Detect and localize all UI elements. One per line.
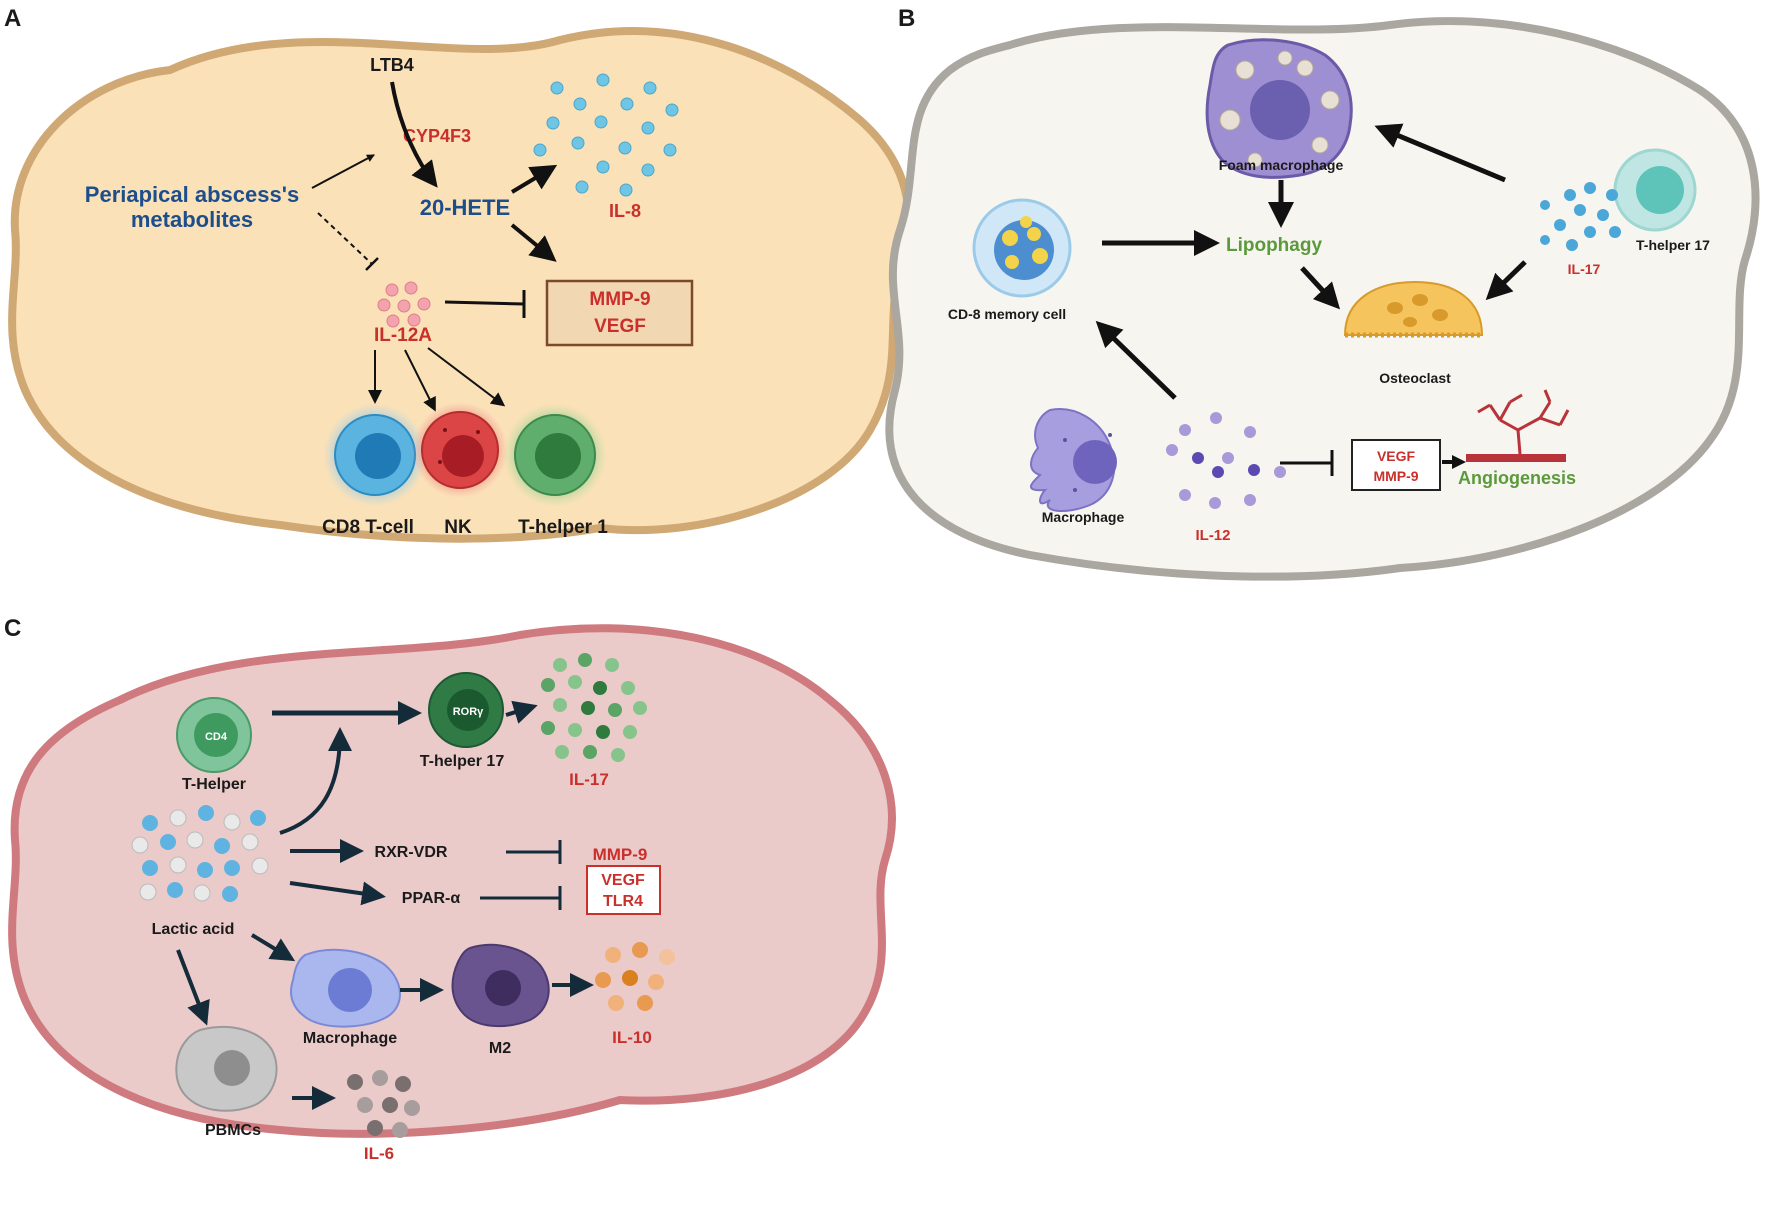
rorg-th17-icon: [428, 672, 504, 748]
il12-label: IL-12: [1195, 527, 1230, 544]
inhibit-metabolites-il12a: [317, 212, 373, 265]
macrophage-icon: [1030, 408, 1117, 512]
panel-c: C CD4 T-Helper RORγ T-helper 17 IL-17: [4, 615, 896, 1163]
vegf-tlr4-box: [586, 865, 661, 915]
cyp4f3-label: CYP4F3: [403, 126, 471, 146]
cd8-label: CD8 T-cell: [322, 517, 414, 538]
panel-a-membrane: [8, 27, 913, 543]
cd4-label: CD4: [205, 731, 228, 743]
arrow-hete-to-mmp9: [510, 223, 557, 262]
c-macrophage-label: Macrophage: [303, 1030, 397, 1047]
angiogenesis-vessel-icon: [1466, 389, 1570, 462]
ltb4-label: LTB4: [370, 55, 414, 75]
c-tlr4-label: TLR4: [603, 893, 643, 910]
c-il17-particles: [541, 653, 647, 762]
cd4-thelper-icon: [176, 697, 252, 773]
c-vegf-label: VEGF: [601, 872, 645, 889]
il8-label: IL-8: [609, 201, 641, 221]
mmp9-label: MMP-9: [589, 289, 650, 310]
pbmcs-label: PBMCs: [205, 1122, 261, 1139]
m2-label: M2: [489, 1040, 511, 1057]
arrow-hete-to-il8: [510, 164, 558, 194]
arrow-lactic-to-macrophage: [250, 933, 296, 962]
c-macrophage-icon: [290, 948, 401, 1028]
arrow-il12a-to-nk: [404, 349, 436, 412]
cd8-memory-cell-icon: [972, 198, 1072, 298]
c-il17-label: IL-17: [569, 770, 609, 789]
vegf-mmp9-box: [1351, 439, 1441, 491]
il17-particles: [1540, 182, 1621, 251]
rxr-vdr-label: RXR-VDR: [375, 844, 448, 861]
arrow-lactic-to-pbmc: [176, 949, 210, 1026]
pbmc-icon: [175, 1026, 278, 1112]
arrow-lactic-to-ppar: [289, 881, 386, 906]
thelper-label: T-Helper: [182, 776, 246, 793]
th1-label: T-helper 1: [518, 517, 608, 538]
foam-macrophage-label: Foam macrophage: [1219, 157, 1344, 173]
rorg-label: RORγ: [453, 706, 484, 718]
panel-a-letter: A: [4, 5, 21, 32]
cd8-tcell-icon: [323, 403, 427, 507]
metabolites-label-line1: Periapical abscess's: [85, 182, 299, 207]
panel-b: B Foam macrophage CD-8 memory cell Lipop…: [885, 5, 1760, 581]
il10-particles: [595, 942, 675, 1011]
osteoclast-label: Osteoclast: [1379, 370, 1451, 386]
lipophagy-label: Lipophagy: [1226, 235, 1322, 256]
b-vegf-label: VEGF: [1377, 448, 1416, 464]
panel-b-letter: B: [898, 5, 915, 32]
inhibit-il12a-to-mmp9: [444, 300, 525, 306]
m2-macrophage-icon: [451, 943, 550, 1028]
il6-particles: [347, 1070, 420, 1138]
panel-a: A LTB4 CYP4F3 Periapical abscess's metab…: [4, 5, 913, 543]
arrow-th17-to-foam: [1374, 123, 1506, 183]
c-mmp9-label: MMP-9: [593, 845, 648, 864]
arrow-il12a-to-th1: [427, 347, 506, 407]
nk-cell-icon: [412, 402, 508, 498]
vegf-label: VEGF: [594, 316, 646, 337]
mmp9-vegf-box: [545, 279, 694, 347]
angiogenesis-label: Angiogenesis: [1458, 468, 1576, 488]
arrow-lactic-to-th17: [279, 727, 352, 835]
osteoclast-icon: [1343, 280, 1484, 338]
ppar-label: PPAR-α: [402, 890, 461, 907]
lactic-acid-particles: [131, 805, 269, 902]
th17-label: T-helper 17: [1636, 237, 1710, 253]
il17-label: IL-17: [1568, 261, 1601, 277]
arrow-ltb4-to-hete: [390, 81, 438, 188]
arrow-il12-to-cd8mem: [1095, 320, 1177, 400]
arrow-metabolites-to-ltb4: [311, 154, 375, 189]
panel-c-letter: C: [4, 615, 21, 642]
lactic-acid-label: Lactic acid: [152, 921, 235, 938]
il12a-label: IL-12A: [374, 325, 432, 346]
inhibit-bar-il12a: [365, 257, 379, 271]
arrow-il17-to-osteoclast: [1485, 260, 1527, 301]
macrophage-label: Macrophage: [1042, 509, 1125, 525]
b-mmp9-label: MMP-9: [1373, 468, 1418, 484]
foam-macrophage-icon: [1205, 38, 1353, 179]
th17-cell-icon: [1613, 148, 1697, 232]
il8-particles: [533, 73, 679, 197]
c-th17-label: T-helper 17: [420, 753, 505, 770]
arrow-th17-to-il17: [505, 700, 538, 724]
hete-label: 20-HETE: [420, 195, 510, 220]
cd8-memory-label: CD-8 memory cell: [948, 306, 1066, 322]
arrow-lipophagy-to-osteoclast: [1300, 266, 1341, 310]
th1-cell-icon: [503, 403, 607, 507]
metabolites-label-line2: metabolites: [131, 207, 253, 232]
il10-label: IL-10: [612, 1028, 652, 1047]
il12-particles: [1166, 412, 1286, 509]
il12a-particles: [377, 281, 431, 328]
il6-label: IL-6: [364, 1144, 394, 1163]
nk-label: NK: [444, 517, 472, 538]
